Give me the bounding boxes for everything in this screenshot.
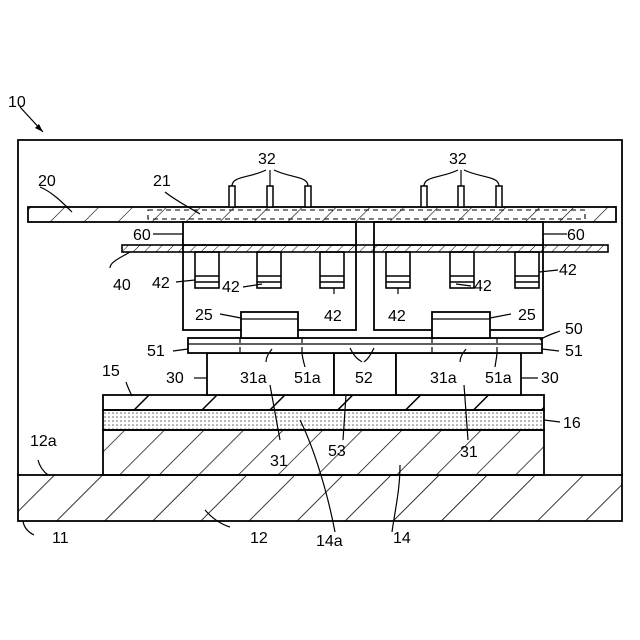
label-14a: 14a [316, 533, 343, 550]
label-30-right: 30 [541, 370, 559, 387]
label-40: 40 [113, 277, 131, 294]
label-42-b: 42 [222, 279, 240, 296]
label-30-left: 30 [166, 370, 184, 387]
label-53: 53 [328, 443, 346, 460]
label-60-left: 60 [133, 227, 151, 244]
label-32-right: 32 [449, 151, 467, 168]
label-31a-right: 31a [430, 370, 457, 387]
chip-25-left [241, 312, 298, 338]
plate-40 [122, 245, 608, 252]
label-51a-right: 51a [485, 370, 512, 387]
label-25-left: 25 [195, 307, 213, 324]
label-11: 11 [52, 530, 69, 547]
label-12: 12 [250, 530, 268, 547]
label-42-d: 42 [388, 308, 406, 325]
heat-sink-block [103, 430, 544, 475]
label-42-e: 42 [474, 278, 492, 295]
bus-plate [188, 338, 542, 353]
label-14: 14 [393, 530, 411, 547]
label-52: 52 [355, 370, 373, 387]
label-25-right: 25 [518, 307, 536, 324]
label-31-right: 31 [460, 444, 478, 461]
label-31a-left: 31a [240, 370, 267, 387]
block-60-left [183, 222, 356, 245]
label-32-left: 32 [258, 151, 276, 168]
label-50: 50 [565, 321, 583, 338]
label-16: 16 [563, 415, 581, 432]
pins-32 [229, 186, 502, 207]
label-10: 10 [8, 94, 26, 111]
label-42-c: 42 [324, 308, 342, 325]
label-42-f: 42 [559, 262, 577, 279]
grease-layer [103, 410, 544, 430]
label-51-right: 51 [565, 343, 583, 360]
label-20: 20 [38, 173, 56, 190]
label-60-right: 60 [567, 227, 585, 244]
label-51a-left: 51a [294, 370, 321, 387]
block-60-right [374, 222, 543, 245]
label-12a: 12a [30, 433, 57, 450]
chip-25-right [432, 312, 490, 338]
label-15: 15 [102, 363, 120, 380]
base-plate [18, 475, 622, 521]
board-20 [28, 207, 616, 222]
label-21: 21 [153, 173, 171, 190]
label-31-left: 31 [270, 453, 288, 470]
insulating-sheet [103, 395, 544, 410]
label-42-a: 42 [152, 275, 170, 292]
label-51-left: 51 [147, 343, 165, 360]
